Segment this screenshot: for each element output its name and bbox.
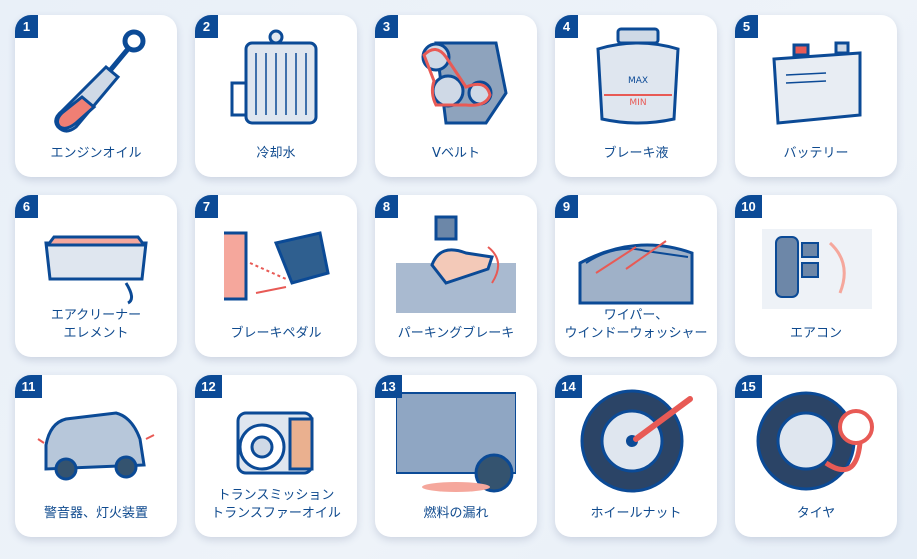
parking-brake-icon [396, 203, 516, 313]
number-badge: 5 [735, 15, 758, 38]
inspection-card-11[interactable]: 11 警音器、灯火装置 [15, 375, 177, 537]
card-label: タイヤ [796, 506, 836, 521]
card-label: エアコン [789, 326, 842, 341]
number-badge: 10 [735, 195, 762, 218]
inspection-card-7[interactable]: 7 ブレーキペダル [195, 195, 357, 357]
inspection-card-8[interactable]: 8 パーキングブレーキ [375, 195, 537, 357]
number-badge: 9 [555, 195, 578, 218]
number-badge: 11 [15, 375, 42, 398]
inspection-card-1[interactable]: 1 エンジンオイル [15, 15, 177, 177]
number-badge: 1 [15, 15, 38, 38]
inspection-card-5[interactable]: 5 バッテリー [735, 15, 897, 177]
card-label: バッテリー [783, 146, 849, 161]
brake-pedal-icon [216, 203, 336, 313]
card-label: エアクリーナー エレメント [50, 308, 142, 341]
air-filter-icon [36, 203, 156, 313]
number-badge: 14 [555, 375, 582, 398]
card-label: ワイパー、 ウインドーウォッシャー [564, 308, 708, 341]
card-label: 燃料の漏れ [423, 506, 489, 521]
card-label: エンジンオイル [50, 146, 142, 161]
car-lights-icon [36, 383, 156, 493]
inspection-card-6[interactable]: 6 エアクリーナー エレメント [15, 195, 177, 357]
number-badge: 15 [735, 375, 762, 398]
inspection-card-2[interactable]: 2 冷却水 [195, 15, 357, 177]
wheel-nut-icon [576, 383, 696, 493]
number-badge: 7 [195, 195, 218, 218]
number-badge: 8 [375, 195, 398, 218]
card-label: 警音器、灯火装置 [43, 506, 148, 521]
inspection-card-15[interactable]: 15 タイヤ [735, 375, 897, 537]
inspection-card-12[interactable]: 12 トランスミッション トランスファーオイル [195, 375, 357, 537]
svg-text:MAX: MAX [628, 76, 648, 86]
battery-icon [756, 23, 876, 133]
inspection-card-9[interactable]: 9 ワイパー、 ウインドーウォッシャー [555, 195, 717, 357]
card-label: Vベルト [432, 146, 480, 161]
number-badge: 13 [375, 375, 402, 398]
dipstick-icon [36, 23, 156, 133]
wiper-icon [576, 203, 696, 313]
number-badge: 2 [195, 15, 218, 38]
number-badge: 6 [15, 195, 38, 218]
radiator-icon [216, 23, 336, 133]
inspection-card-10[interactable]: 10 エアコン [735, 195, 897, 357]
inspection-card-4[interactable]: MAX MIN 4 ブレーキ液 [555, 15, 717, 177]
card-label: ブレーキ液 [603, 146, 669, 161]
card-label: ホイールナット [590, 506, 682, 521]
fuel-leak-icon [395, 383, 517, 493]
number-badge: 4 [555, 15, 578, 38]
card-label: 冷却水 [256, 146, 296, 161]
v-belt-icon [396, 23, 516, 133]
card-label: トランスミッション トランスファーオイル [211, 488, 341, 521]
brake-fluid-reservoir-icon: MAX MIN [576, 23, 696, 133]
number-badge: 12 [195, 375, 222, 398]
svg-text:MIN: MIN [629, 98, 646, 108]
tire-pressure-icon [756, 383, 876, 493]
card-label: パーキングブレーキ [397, 326, 515, 341]
card-label: ブレーキペダル [230, 326, 322, 341]
inspection-card-14[interactable]: 14 ホイールナット [555, 375, 717, 537]
transmission-icon [216, 383, 336, 493]
air-conditioner-icon [756, 203, 876, 313]
number-badge: 3 [375, 15, 398, 38]
inspection-card-13[interactable]: 13 燃料の漏れ [375, 375, 537, 537]
